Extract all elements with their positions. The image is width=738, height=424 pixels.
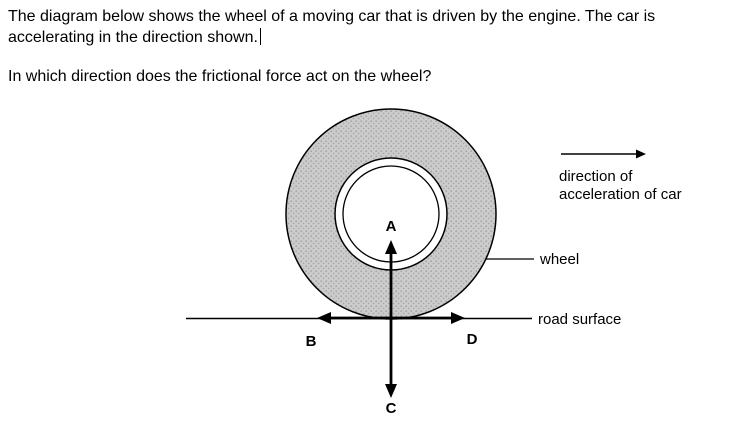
arrow-up-head-icon — [385, 240, 397, 254]
text-cursor — [259, 28, 262, 45]
option-label-d: D — [467, 331, 478, 348]
arrow-left-head-icon — [317, 312, 331, 324]
wheel-label: wheel — [539, 251, 579, 268]
acceleration-arrow-head-icon — [636, 149, 646, 159]
option-label-c: C — [386, 400, 397, 417]
acceleration-caption-line1: direction of — [559, 168, 633, 185]
option-label-b: B — [306, 333, 317, 350]
option-label-a: A — [386, 218, 397, 235]
arrow-down-head-icon — [385, 384, 397, 398]
arrow-right-head-icon — [451, 312, 465, 324]
road-surface-label: road surface — [538, 311, 621, 328]
question-prompt: In which direction does the frictional f… — [8, 68, 432, 85]
question-intro[interactable]: The diagram below shows the wheel of a m… — [8, 6, 708, 48]
question-intro-text: The diagram below shows the wheel of a m… — [8, 8, 656, 46]
acceleration-caption-line2: acceleration of car — [559, 186, 682, 203]
